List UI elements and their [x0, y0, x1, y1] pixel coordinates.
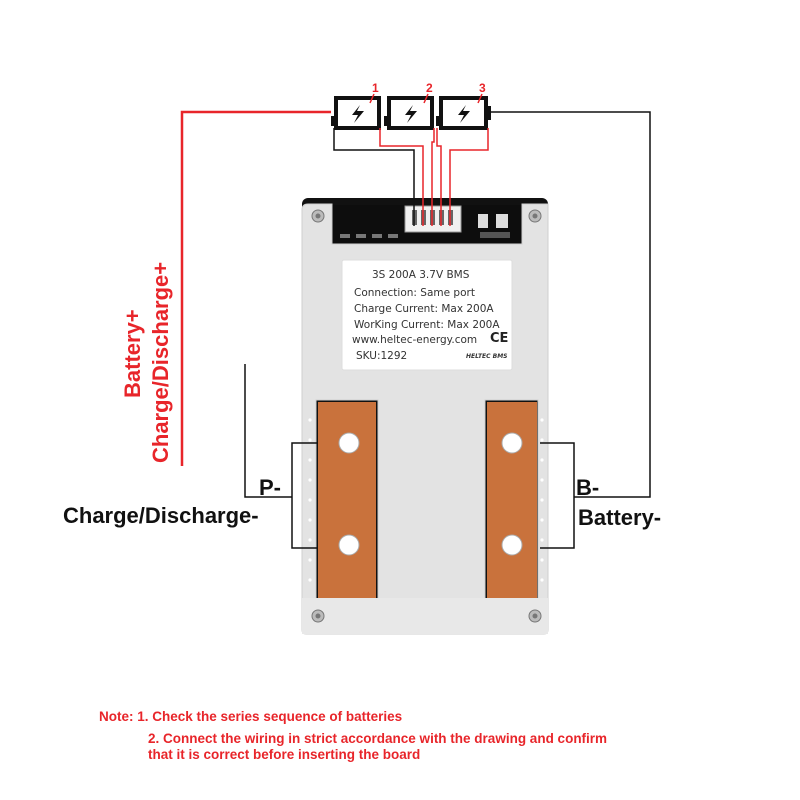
charge-discharge-plus-label: Charge/Discharge+ — [148, 261, 173, 463]
charge-discharge-minus-label: Charge/Discharge- — [63, 503, 259, 528]
copper-bar-p — [318, 402, 376, 598]
note-line-3: that it is correct before inserting the … — [148, 747, 421, 762]
positive-wire — [180, 110, 331, 466]
note-line-1: Note: 1. Check the series sequence of ba… — [99, 709, 403, 724]
copper-bar-b — [487, 402, 537, 598]
cover-lower-band — [302, 598, 548, 634]
plate-title: 3S 200A 3.7V BMS — [372, 269, 470, 281]
b-minus-label: B- — [576, 475, 600, 500]
cell-number-2: 2 — [426, 81, 433, 95]
p-minus-bracket — [291, 442, 318, 549]
balance-wires — [333, 128, 489, 226]
note-line-2: 2. Connect the wiring in strict accordan… — [148, 731, 608, 746]
smd-components — [340, 214, 510, 238]
plate-connection: Connection: Same port — [354, 287, 475, 299]
battery-icon-cell-1 — [331, 96, 381, 130]
terminal-holes — [338, 432, 523, 556]
plate-working-current: WorKing Current: Max 200A — [354, 319, 500, 331]
b-minus-wire — [491, 111, 651, 498]
screw-icon — [311, 209, 542, 623]
battery-minus-label: Battery- — [578, 505, 662, 530]
cell-number-pointers — [369, 93, 483, 104]
battery-plus-label: Battery+ — [120, 309, 145, 398]
p-minus-wire — [244, 364, 292, 498]
cell-number-1: 1 — [372, 81, 379, 95]
plate-sku: SKU:1292 — [356, 350, 408, 362]
b-minus-bracket — [540, 442, 575, 549]
label-plate — [341, 259, 513, 371]
plate-charge-current: Charge Current: Max 200A — [354, 303, 494, 315]
lightning-icon — [352, 105, 364, 123]
pcb-edge-dots — [308, 418, 544, 582]
plate-ce-mark: CE — [490, 331, 509, 346]
p-minus-label: P- — [259, 475, 281, 500]
plate-website: www.heltec-energy.com — [352, 334, 478, 346]
battery-icon-cell-3 — [436, 96, 491, 130]
lightning-icon — [405, 105, 417, 123]
lightning-icon — [458, 105, 470, 123]
cell-number-3: 3 — [479, 81, 486, 95]
plate-brand-logo: HELTEC BMS — [466, 353, 508, 360]
battery-icon-cell-2 — [384, 96, 434, 130]
